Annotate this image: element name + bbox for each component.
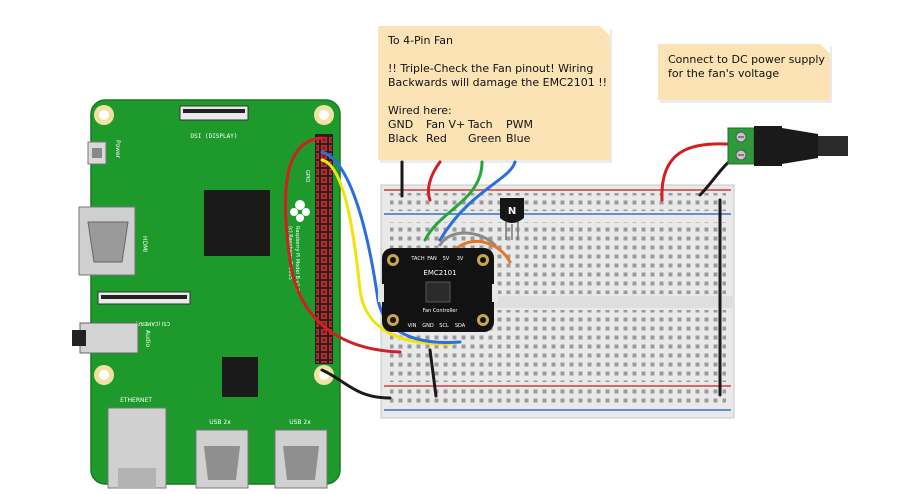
breadboard — [380, 184, 735, 419]
fan-note-wired-here: Wired here: — [388, 104, 452, 117]
usb-label-1: USB 2x — [209, 419, 231, 426]
wire-color-green: Green — [468, 132, 502, 145]
emc-bottom-pin-2: GND — [422, 323, 434, 329]
dsi-label: DSI (DISPLAY) — [191, 133, 238, 140]
wire-fan-green — [423, 160, 484, 242]
pin-name-tach: Tach — [468, 118, 493, 131]
fan-pinout-note: To 4-Pin Fan !! Triple-Check the Fan pin… — [378, 26, 610, 160]
dc-power-note: Connect to DC power supply for the fan's… — [658, 44, 830, 100]
wire-color-blue: Blue — [506, 132, 531, 145]
emc-bottom-pin-3: SCL — [439, 323, 449, 329]
emc-name: EMC2101 — [423, 269, 456, 277]
model-label-1: Raspberry Pi Model B v1.2 — [294, 226, 300, 291]
power-note-line-1: Connect to DC power supply — [668, 53, 825, 66]
pin-name-gnd: GND — [388, 118, 414, 131]
transistor-label: N — [508, 206, 516, 217]
pin-name-pwm: PWM — [506, 118, 534, 131]
wire-dc-red — [660, 142, 742, 202]
fan-note-title: To 4-Pin Fan — [388, 34, 453, 47]
gpio-pins — [316, 135, 332, 363]
emc-top-pin-3: 5V — [443, 256, 450, 262]
fan-note-warning-1: !! Triple-Check the Fan pinout! Wiring — [388, 62, 594, 75]
dc-power-jack — [727, 126, 848, 166]
wire-blue-sda — [320, 150, 462, 344]
raspberry-logo — [290, 200, 310, 222]
wire-red-5v — [283, 136, 402, 354]
wire-orange — [453, 240, 512, 264]
wire-fan-blue — [438, 160, 517, 242]
usb-label-2: USB 2x — [289, 419, 311, 426]
audio-label: Audio — [144, 330, 151, 347]
wire-black-rail — [428, 348, 438, 398]
wire-yellow-scl — [320, 158, 452, 346]
hdmi-label: HDMI — [141, 236, 148, 252]
fan-wire-colors: Black Red Green Blue — [388, 132, 600, 146]
transistor: N — [500, 198, 524, 240]
fan-pin-names: GND Fan V+ Tach PWM — [388, 118, 600, 132]
emc-top-pin-1: TACH — [410, 256, 424, 262]
power-label: Power — [114, 140, 121, 159]
emc-top-pin-2: FAN — [427, 256, 437, 262]
emc-chip — [425, 281, 451, 303]
audio-jack — [79, 322, 139, 354]
wire-black-gnd — [320, 368, 392, 400]
wire-gray — [438, 231, 497, 247]
emc2101-board: TACH FAN 5V 3V EMC2101 Fan Controller VI… — [378, 248, 498, 332]
fan-note-warning-2: Backwards will damage the EMC2101 !! — [388, 76, 608, 89]
gpio-label: GPIO — [304, 170, 310, 182]
wires — [283, 136, 742, 400]
pin-name-fan-v: Fan V+ — [426, 118, 466, 131]
ethernet-label: ETHERNET — [120, 397, 152, 404]
wire-color-red: Red — [426, 132, 447, 145]
emc-bottom-pin-1: VIN — [408, 323, 417, 329]
emc-bottom-pin-4: SDA — [455, 323, 466, 329]
raspberry-pi-board: DSI (DISPLAY) Raspberry Pi Model B v1.2 … — [72, 99, 341, 489]
bottom-power-rail — [390, 389, 726, 407]
cpu-chip — [204, 190, 270, 256]
emc-subtitle: Fan Controller — [423, 308, 459, 314]
wire-color-black: Black — [388, 132, 418, 145]
usb-controller-chip — [222, 357, 258, 397]
wire-fan-red — [426, 160, 442, 202]
top-power-rail — [390, 193, 726, 211]
csi-label: CSI (CAMERA) — [135, 320, 170, 326]
power-note-line-2: for the fan's voltage — [668, 67, 780, 80]
emc-top-pin-4: 3V — [457, 256, 464, 262]
